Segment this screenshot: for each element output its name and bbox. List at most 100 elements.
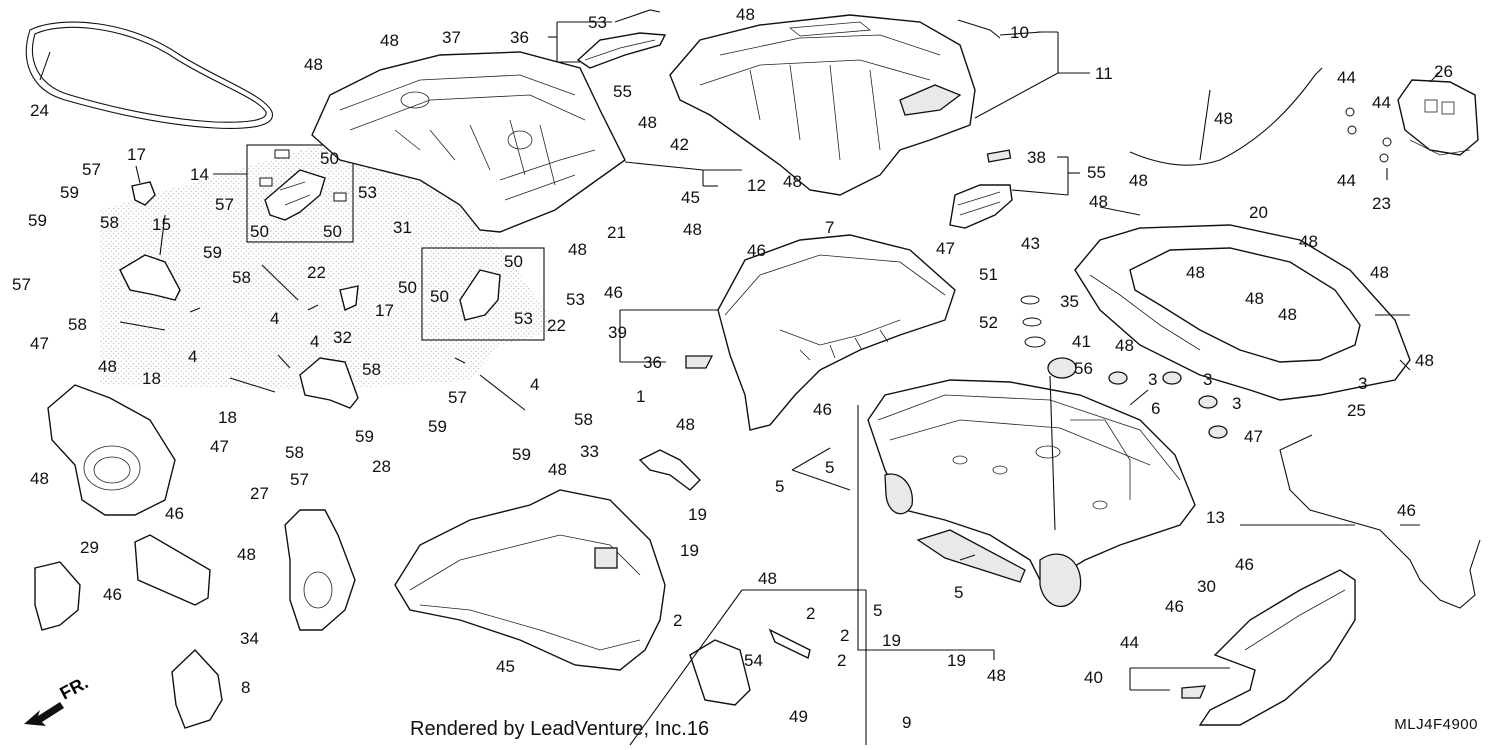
callout-48: 46 [813, 400, 832, 419]
part-27-plate[interactable] [134, 534, 211, 606]
callout-36: 53 [588, 13, 607, 32]
callout-34: 8 [241, 678, 250, 697]
part-36-pad [986, 149, 1012, 163]
callout-42: 10 [1010, 23, 1029, 42]
part-3-grommet [1208, 425, 1228, 439]
callout-48: 3 [1358, 374, 1367, 393]
part-54-bracket[interactable] [689, 639, 751, 706]
callout-24: 24 [30, 101, 49, 120]
callout-19: 9 [902, 713, 911, 732]
part-30-side-cover[interactable] [1198, 569, 1356, 726]
callout-5: 19 [688, 505, 707, 524]
callout-39: 36 [643, 353, 662, 372]
callout-54: 2 [837, 651, 846, 670]
part-23-latch[interactable] [1397, 79, 1479, 156]
callout-53: 53 [358, 183, 377, 202]
stippled-region [100, 145, 560, 390]
part-20-frame[interactable] [1074, 224, 1411, 401]
callout-59: 48 [548, 460, 567, 479]
part-24-seal[interactable] [25, 21, 273, 129]
callout-44: 44 [1372, 93, 1391, 112]
callout-58: 58 [362, 360, 381, 379]
part-7-liner[interactable] [717, 234, 956, 431]
clip-50 [274, 149, 290, 159]
callout-48: 48 [380, 31, 399, 50]
callout-59: 59 [60, 183, 79, 202]
part-28-side-panel[interactable] [47, 384, 176, 516]
part-29-cover[interactable] [34, 561, 81, 631]
callout-59: 59 [203, 243, 222, 262]
callout-17: 17 [127, 145, 146, 164]
callout-numbers: 24 17 14 50 50 50 57 59 58 15 57 59 57 5… [12, 5, 1453, 732]
callout-46: 34 [240, 629, 259, 648]
part-8-liner[interactable] [394, 489, 666, 671]
part-39-tab [685, 355, 714, 369]
part-11-inner-lid[interactable] [311, 51, 626, 233]
callout-48: 27 [250, 484, 269, 503]
part-17-clip[interactable] [131, 181, 156, 206]
callout-3: 3 [1148, 370, 1157, 389]
part-42-strip [957, 19, 1001, 39]
callout-4: 4 [310, 332, 319, 351]
callout-48: 2 [673, 611, 682, 630]
callout-12: 45 [681, 188, 700, 207]
callout-15: 15 [152, 215, 171, 234]
callout-27: 46 [165, 504, 184, 523]
part-54-strap[interactable] [768, 628, 811, 660]
callout-57: 57 [82, 160, 101, 179]
callout-48: 37 [442, 28, 461, 47]
callout-19: 19 [680, 541, 699, 560]
callout-46: 44 [1120, 633, 1139, 652]
callout-48: 46 [1165, 597, 1184, 616]
part-32-bracket[interactable] [299, 357, 359, 409]
callout-19: 48 [758, 569, 777, 588]
part-6-main-box[interactable] [867, 379, 1196, 608]
callout-26: 48 [1214, 109, 1233, 128]
callout-11: 12 [747, 176, 766, 195]
callout-10: 11 [1095, 64, 1113, 83]
part-15-bracket[interactable] [119, 254, 181, 301]
part-1-connector[interactable] [638, 449, 701, 491]
part-44-screws [1345, 107, 1392, 163]
part-17-clip[interactable] [339, 285, 359, 311]
callout-29: 46 [103, 585, 122, 604]
part-14-latch[interactable] [264, 169, 326, 221]
part-38-handle[interactable] [949, 184, 1013, 229]
callout-23: 26 [1434, 62, 1453, 81]
part-18-pin [119, 321, 166, 331]
callout-28: 48 [30, 469, 49, 488]
part-36-strip [614, 9, 661, 23]
callout-50: 50 [320, 149, 339, 168]
part-10-outer-lid[interactable] [669, 14, 976, 196]
callout-35: 52 [979, 313, 998, 332]
part-33-side-piece[interactable] [284, 509, 356, 631]
callout-4: 4 [270, 309, 279, 328]
callout-47: 47 [210, 437, 229, 456]
part-31-latch[interactable] [459, 269, 501, 321]
part-4-pin [454, 357, 466, 364]
part-26-cable [1129, 67, 1323, 166]
part-34-cover[interactable] [171, 649, 223, 729]
callout-48: 48 [1129, 171, 1148, 190]
callout-4: 4 [188, 347, 197, 366]
part-3-grommet [1108, 371, 1128, 385]
callout-37: 36 [510, 28, 529, 47]
callout-50: 53 [514, 309, 533, 328]
callout-33: 48 [237, 545, 256, 564]
callout-22: 4 [530, 375, 539, 394]
callout-48: 48 [1415, 351, 1434, 370]
callout-18: 18 [218, 408, 237, 427]
callout-57: 57 [290, 470, 309, 489]
part-18-pin [229, 377, 276, 393]
part-31-box [421, 247, 545, 341]
part-37-handle[interactable] [576, 32, 667, 69]
callout-56: 1 [636, 387, 645, 406]
callout-2: 2 [840, 626, 849, 645]
callout-57: 57 [215, 195, 234, 214]
callout-4: 57 [448, 388, 467, 407]
callout-3: 3 [1232, 394, 1241, 413]
part-25-cable [1279, 434, 1481, 609]
callout-57: 57 [12, 275, 31, 294]
part-22-strut[interactable] [261, 264, 526, 411]
